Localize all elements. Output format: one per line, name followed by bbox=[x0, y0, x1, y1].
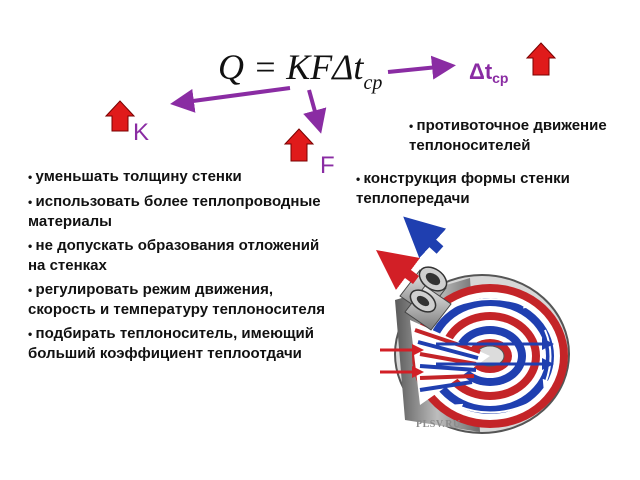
formula-subscript: cp bbox=[363, 72, 383, 94]
dt-label-subscript: cp bbox=[492, 70, 509, 86]
image-watermark: PLSV.RU bbox=[416, 419, 461, 430]
list-item: использовать более теплопроводные матери… bbox=[28, 192, 328, 231]
increase-k-icon bbox=[104, 100, 136, 132]
arrow-to-f bbox=[303, 89, 327, 134]
list-item: уменьшать толщину стенки bbox=[28, 167, 328, 187]
f-methods-list: конструкция формы стенки теплопередачи bbox=[356, 169, 586, 213]
k-methods-list: уменьшать толщину стенки использовать бо… bbox=[28, 167, 328, 368]
arrow-to-dt bbox=[387, 55, 456, 80]
list-item: не допускать образования отложений на ст… bbox=[28, 236, 328, 275]
increase-dt-icon bbox=[525, 42, 557, 76]
k-label: K bbox=[133, 119, 150, 146]
cold-inlet-arrow bbox=[403, 216, 447, 259]
list-item: противоточное движение теплоносителей bbox=[409, 116, 609, 155]
hot-inlet-arrow bbox=[376, 250, 420, 290]
dt-label: Δtcp bbox=[469, 59, 508, 86]
formula-main: Q = KFΔt bbox=[218, 47, 364, 87]
arrow-to-k bbox=[170, 86, 291, 113]
heat-transfer-formula: Q = KFΔtcp bbox=[218, 46, 382, 95]
heat-exchanger-image bbox=[364, 212, 570, 445]
list-item: конструкция формы стенки теплопередачи bbox=[356, 169, 586, 208]
list-item: регулировать режим движения, скорость и … bbox=[28, 280, 328, 319]
increase-f-icon bbox=[283, 128, 315, 162]
list-item: подбирать теплоноситель, имеющий больший… bbox=[28, 324, 328, 363]
dt-methods-list: противоточное движение теплоносителей bbox=[409, 116, 609, 160]
dt-label-main: Δt bbox=[469, 59, 493, 84]
